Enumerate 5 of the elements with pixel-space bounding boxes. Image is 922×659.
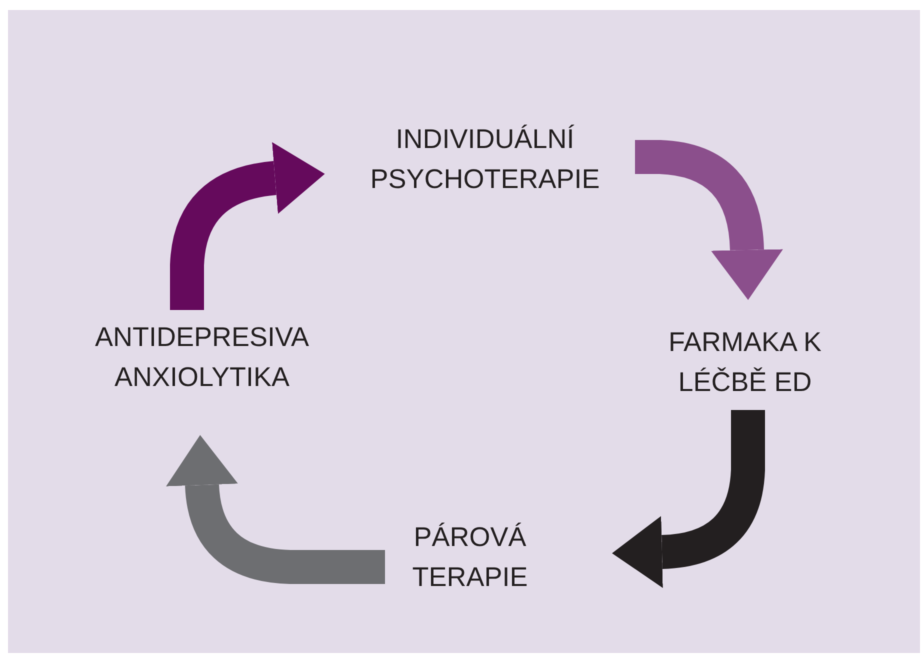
node-label: FARMAKA K LÉČBĚ ED — [667, 326, 823, 398]
node-label: INDIVIDUÁLNÍ PSYCHOTERAPIE — [369, 123, 601, 196]
node-label: ANTIDEPRESIVA ANXIOLYTIKA — [94, 321, 310, 394]
curved-arrow — [166, 435, 385, 584]
node-label: PÁROVÁ TERAPIE — [411, 521, 529, 594]
